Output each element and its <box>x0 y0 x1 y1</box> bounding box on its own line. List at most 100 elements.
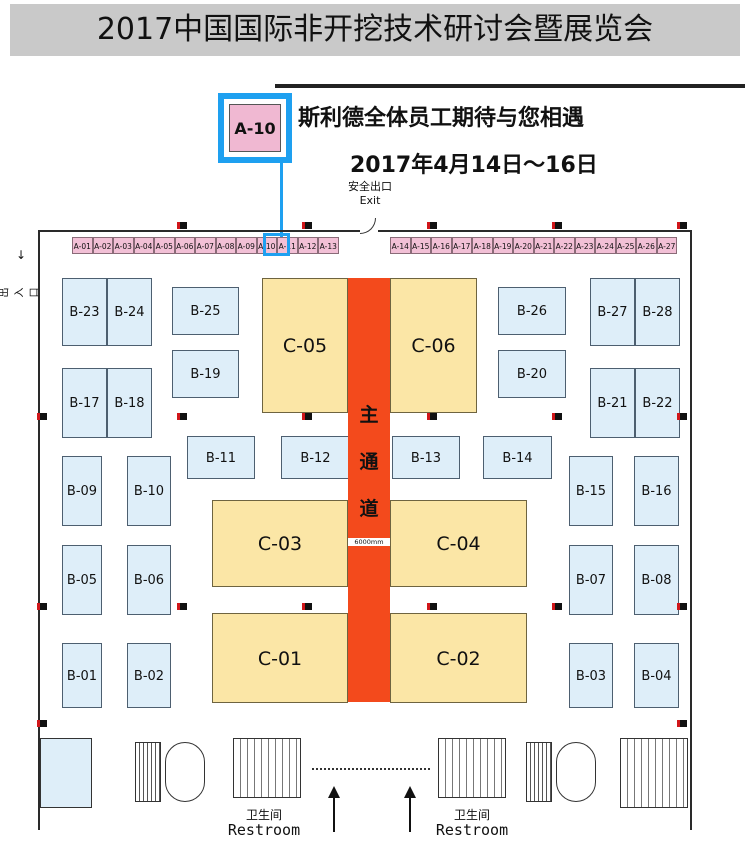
entry-arrow-left-head <box>328 786 340 798</box>
pillar <box>680 720 687 727</box>
elevator-right <box>556 742 596 802</box>
pillar <box>305 413 312 420</box>
pillar-marker <box>552 603 555 610</box>
booth-callout-label: A-10 <box>229 104 281 152</box>
service-room-right <box>620 738 688 808</box>
booth-a-03[interactable]: A-03 <box>113 237 134 254</box>
pillar-marker <box>177 222 180 229</box>
booth-a-26[interactable]: A-26 <box>636 237 657 254</box>
booth-c-01[interactable]: C-01 <box>212 613 348 703</box>
booth-b-22[interactable]: B-22 <box>635 368 680 438</box>
booth-b-11[interactable]: B-11 <box>187 436 255 479</box>
booth-c-06[interactable]: C-06 <box>390 278 477 413</box>
booth-a-01[interactable]: A-01 <box>72 237 93 254</box>
pillar-marker <box>552 222 555 229</box>
booth-a-09[interactable]: A-09 <box>236 237 257 254</box>
booth-highlight <box>263 233 290 256</box>
booth-a-12[interactable]: A-12 <box>297 237 318 254</box>
booth-a-17[interactable]: A-17 <box>451 237 472 254</box>
booth-b-07[interactable]: B-07 <box>569 545 613 615</box>
booth-b-06[interactable]: B-06 <box>127 545 171 615</box>
booth-a-24[interactable]: A-24 <box>595 237 616 254</box>
service-room-left <box>40 738 92 808</box>
booth-a-14[interactable]: A-14 <box>390 237 411 254</box>
booth-c-02[interactable]: C-02 <box>390 613 527 703</box>
booth-b-26[interactable]: B-26 <box>498 287 566 335</box>
booth-b-18[interactable]: B-18 <box>107 368 152 438</box>
booth-b-15[interactable]: B-15 <box>569 456 613 526</box>
booth-b-24[interactable]: B-24 <box>107 278 152 346</box>
booth-b-04[interactable]: B-04 <box>634 643 679 708</box>
booth-b-13[interactable]: B-13 <box>392 436 460 479</box>
booth-b-27[interactable]: B-27 <box>590 278 635 346</box>
pillar-marker <box>552 413 555 420</box>
pillar-marker <box>177 413 180 420</box>
booth-b-23[interactable]: B-23 <box>62 278 107 346</box>
booth-a-07[interactable]: A-07 <box>195 237 216 254</box>
booth-b-08[interactable]: B-08 <box>634 545 679 615</box>
stairs-right <box>526 742 552 802</box>
entry-arrow-right-head <box>404 786 416 798</box>
booth-b-01[interactable]: B-01 <box>62 643 102 708</box>
pillar <box>555 222 562 229</box>
event-date: 2017年4月14日～16日 <box>350 153 598 178</box>
booth-b-17[interactable]: B-17 <box>62 368 107 438</box>
booth-c-03[interactable]: C-03 <box>212 500 348 587</box>
restroom-label-left: 卫生间 Restroom <box>214 808 314 838</box>
booth-c-04[interactable]: C-04 <box>390 500 527 587</box>
restroom-fixtures-left <box>233 738 301 798</box>
pillar-marker <box>177 603 180 610</box>
booth-c-05[interactable]: C-05 <box>262 278 348 413</box>
booth-b-05[interactable]: B-05 <box>62 545 102 615</box>
pillar-marker <box>37 603 40 610</box>
booth-a-25[interactable]: A-25 <box>615 237 636 254</box>
pillar <box>430 603 437 610</box>
booth-b-14[interactable]: B-14 <box>483 436 552 479</box>
booth-a-22[interactable]: A-22 <box>554 237 575 254</box>
booth-a-04[interactable]: A-04 <box>133 237 154 254</box>
booth-a-21[interactable]: A-21 <box>533 237 554 254</box>
booth-b-20[interactable]: B-20 <box>498 350 566 398</box>
pillar-marker <box>677 222 680 229</box>
hall-wall-right <box>690 230 692 830</box>
booth-a-13[interactable]: A-13 <box>318 237 339 254</box>
pillar-marker <box>37 720 40 727</box>
booth-b-02[interactable]: B-02 <box>127 643 171 708</box>
booth-a-06[interactable]: A-06 <box>174 237 195 254</box>
booth-a-15[interactable]: A-15 <box>410 237 431 254</box>
booth-a-05[interactable]: A-05 <box>154 237 175 254</box>
hall-wall-top-right <box>378 230 692 232</box>
pillar <box>180 603 187 610</box>
booth-a-23[interactable]: A-23 <box>574 237 595 254</box>
pillar-marker <box>677 603 680 610</box>
restroom-fixtures-right <box>438 738 506 798</box>
booth-b-12[interactable]: B-12 <box>281 436 350 479</box>
exit-label-en: Exit <box>359 194 381 207</box>
booth-a-08[interactable]: A-08 <box>215 237 236 254</box>
booth-b-03[interactable]: B-03 <box>569 643 613 708</box>
booth-b-19[interactable]: B-19 <box>172 350 239 398</box>
booth-b-25[interactable]: B-25 <box>172 287 239 335</box>
pillar <box>430 413 437 420</box>
booth-b-09[interactable]: B-09 <box>62 456 102 526</box>
restroom-label-right: 卫生间 Restroom <box>422 808 522 838</box>
restroom-label-left-en: Restroom <box>227 821 301 839</box>
pillar-marker <box>427 413 430 420</box>
booth-a-27[interactable]: A-27 <box>656 237 677 254</box>
booth-b-16[interactable]: B-16 <box>634 456 679 526</box>
booth-a-16[interactable]: A-16 <box>431 237 452 254</box>
exit-label-cn: 安全出口 <box>348 180 392 193</box>
booth-a-02[interactable]: A-02 <box>92 237 113 254</box>
aisle-char-3: 道 <box>359 498 379 520</box>
restroom-label-right-en: Restroom <box>435 821 509 839</box>
booth-b-28[interactable]: B-28 <box>635 278 680 346</box>
booth-b-10[interactable]: B-10 <box>127 456 171 526</box>
restroom-label-right-cn: 卫生间 <box>453 808 490 822</box>
booth-a-20[interactable]: A-20 <box>513 237 534 254</box>
header-rule <box>275 84 745 88</box>
booth-b-21[interactable]: B-21 <box>590 368 635 438</box>
booth-callout[interactable]: A-10 <box>218 93 292 163</box>
booth-a-18[interactable]: A-18 <box>472 237 493 254</box>
pillar <box>555 413 562 420</box>
booth-a-19[interactable]: A-19 <box>492 237 513 254</box>
